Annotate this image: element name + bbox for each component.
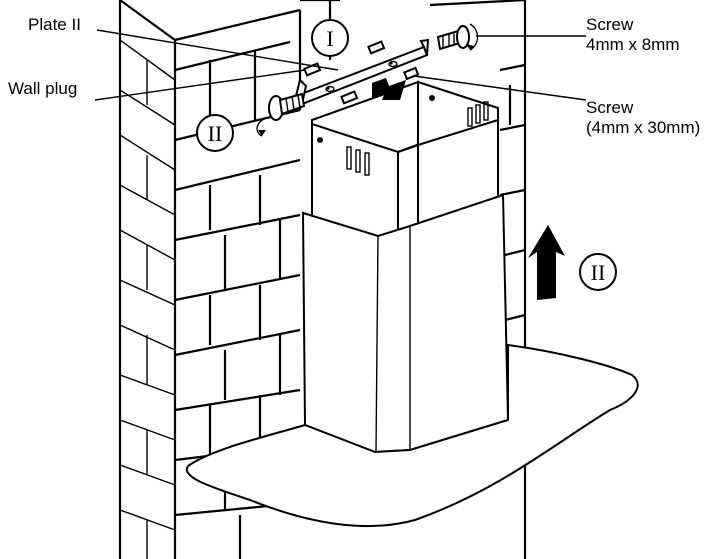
short-screw-label-line2: 4mm x 8mm <box>586 35 680 54</box>
wall-plug-label: Wall plug <box>8 79 78 98</box>
step-marker-left: II <box>196 114 234 152</box>
leader-lines <box>94 29 587 101</box>
step-marker-right: II <box>579 253 617 291</box>
long-screw-label: Screw (4mm x 30mm) <box>586 98 700 138</box>
canopy <box>185 343 639 528</box>
step-marker-top: I <box>311 19 349 57</box>
plate-label: Plate II <box>28 15 81 34</box>
svg-text:I: I <box>326 26 333 51</box>
short-screw-label: Screw 4mm x 8mm <box>586 15 680 55</box>
short-screw <box>436 23 479 51</box>
svg-text:II: II <box>208 121 223 146</box>
svg-text:II: II <box>591 260 606 285</box>
up-arrow <box>528 225 565 300</box>
short-screw-label-line1: Screw <box>586 15 634 34</box>
long-screw <box>256 66 420 137</box>
chimney-cover <box>301 80 510 454</box>
long-screw-label-line1: Screw <box>586 98 634 117</box>
push-arrow <box>372 78 406 100</box>
long-screw-label-line2: (4mm x 30mm) <box>586 118 701 137</box>
